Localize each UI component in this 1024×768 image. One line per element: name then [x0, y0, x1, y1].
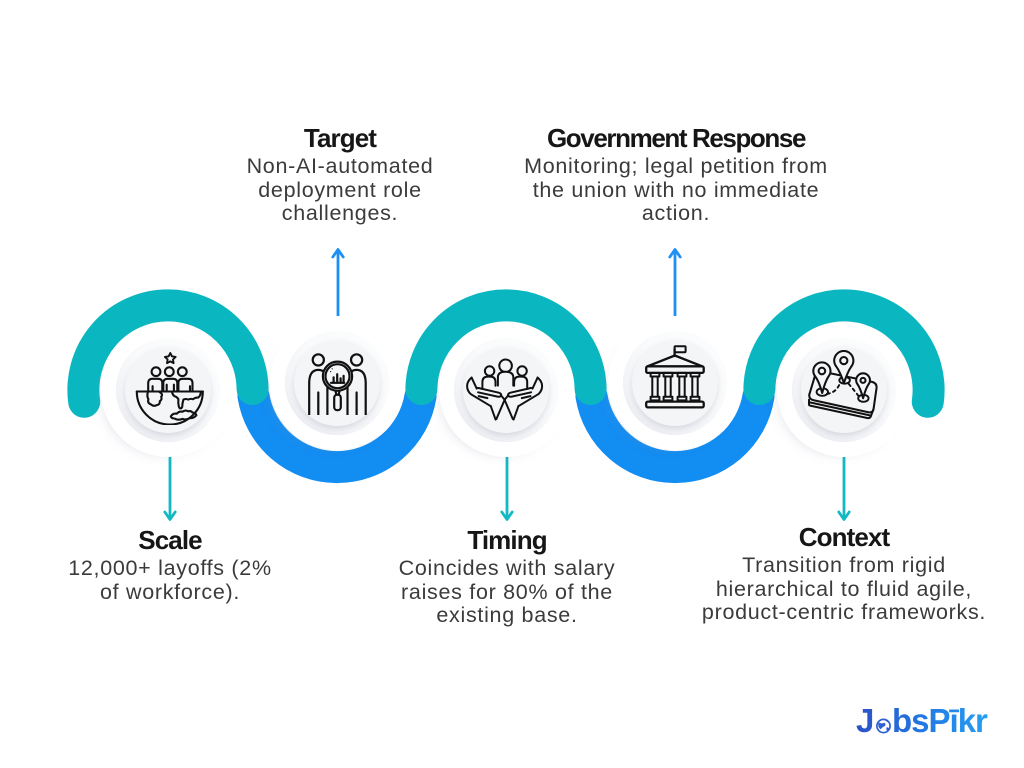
svg-text:bsPīkr: bsPīkr [892, 702, 988, 737]
svg-text:J: J [856, 702, 873, 737]
